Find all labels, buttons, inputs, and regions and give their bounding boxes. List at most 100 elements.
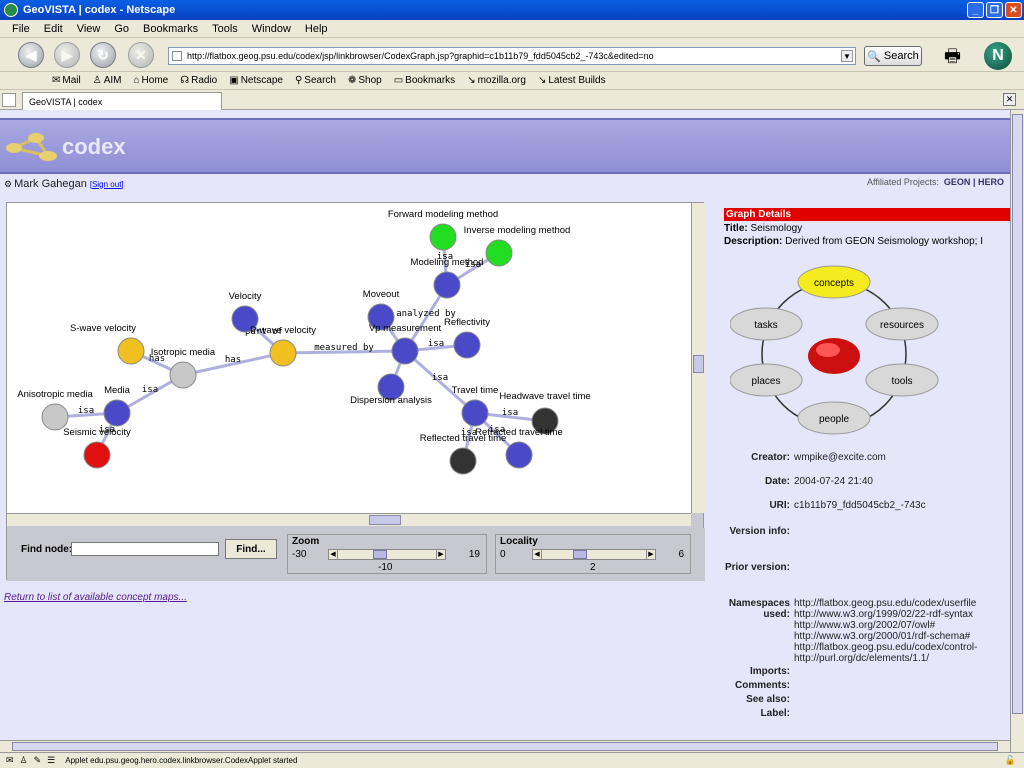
graph-node-circle[interactable]: [103, 399, 131, 427]
wheel-people[interactable]: people: [797, 401, 871, 435]
page-hscroll-thumb[interactable]: [12, 742, 998, 751]
graph-node-reflected[interactable]: Reflected travel time: [420, 433, 507, 475]
return-to-list-link[interactable]: Return to list of available concept maps…: [4, 592, 187, 603]
graph-node-seismic[interactable]: Seismic velocity: [63, 427, 131, 469]
wheel-tasks[interactable]: tasks: [730, 307, 803, 341]
vertical-scroll-thumb[interactable]: [693, 355, 704, 373]
shop-link[interactable]: ❁Shop: [347, 75, 382, 86]
project-geon[interactable]: GEON: [943, 177, 971, 187]
menu-edit[interactable]: Edit: [43, 22, 63, 35]
sign-out-link[interactable]: [Sign out]: [89, 179, 124, 189]
menu-window[interactable]: Window: [251, 22, 291, 35]
project-hero[interactable]: HERO: [977, 177, 1004, 187]
locality-slider-thumb[interactable]: [572, 550, 587, 559]
graph-node-circle[interactable]: [461, 399, 489, 427]
address-book-icon[interactable]: ☰: [47, 755, 56, 765]
graph-horizontal-scrollbar[interactable]: [7, 513, 691, 526]
graph-node-circle[interactable]: [377, 373, 405, 401]
zoom-increase-icon[interactable]: ▶: [436, 550, 445, 559]
page-scroll-thumb[interactable]: [1012, 114, 1023, 714]
aim-link[interactable]: ♙AIM: [92, 75, 122, 86]
graph-vertical-scrollbar[interactable]: [691, 203, 705, 513]
graph-node-circle[interactable]: [117, 337, 145, 365]
url-bar[interactable]: http://flatbox.geog.psu.edu/codex/jsp/li…: [168, 47, 856, 65]
netscape-logo[interactable]: N: [984, 42, 1012, 70]
graph-node-circle[interactable]: [83, 441, 111, 469]
composer-icon[interactable]: ✎: [33, 755, 42, 765]
zoom-slider[interactable]: ◀ ▶: [328, 549, 446, 560]
bookmarks-link[interactable]: ▭Bookmarks: [393, 75, 456, 86]
security-lock-icon[interactable]: 🔓: [1004, 755, 1016, 765]
graph-node-refracted[interactable]: Refracted travel time: [475, 427, 563, 469]
page-horizontal-scrollbar[interactable]: [0, 740, 1010, 752]
menu-tools[interactable]: Tools: [212, 22, 238, 35]
graph-node-circle[interactable]: [231, 305, 259, 333]
graph-node-circle[interactable]: [429, 223, 457, 251]
wheel-concepts[interactable]: concepts: [797, 265, 871, 299]
graph-node-modeling[interactable]: Modeling method: [411, 257, 484, 299]
graph-node-circle[interactable]: [433, 271, 461, 299]
wheel-resources[interactable]: resources: [865, 307, 939, 341]
url-dropdown-icon[interactable]: ▼: [841, 50, 853, 62]
menu-help[interactable]: Help: [304, 22, 328, 35]
graph-node-circle[interactable]: [367, 303, 395, 331]
find-button[interactable]: Find...: [225, 539, 277, 559]
locality-slider[interactable]: ◀ ▶: [532, 549, 656, 560]
netscape-link[interactable]: ▣Netscape: [229, 75, 283, 86]
graph-node-circle[interactable]: [449, 447, 477, 475]
stop-button[interactable]: ✕: [128, 42, 154, 68]
close-tab-button[interactable]: ✕: [1003, 93, 1016, 106]
graph-node-inverse[interactable]: Inverse modeling method: [464, 225, 571, 267]
new-tab-icon[interactable]: [2, 93, 16, 107]
mail-link[interactable]: ✉Mail: [52, 75, 81, 86]
mozilla-link[interactable]: ↘mozilla.org: [467, 75, 526, 86]
zoom-slider-thumb[interactable]: [373, 550, 388, 559]
graph-node-circle[interactable]: [485, 239, 513, 267]
graph-node-circle[interactable]: [391, 337, 419, 365]
search-button[interactable]: 🔍Search: [864, 46, 922, 66]
graph-node-swave[interactable]: S-wave velocity: [70, 323, 145, 365]
aim-icon[interactable]: ♙: [19, 755, 28, 765]
mail-icon[interactable]: ✉: [6, 755, 14, 765]
wheel-places[interactable]: places: [730, 363, 803, 397]
find-node-input[interactable]: [71, 542, 219, 556]
graph-node-circle[interactable]: [453, 331, 481, 359]
menu-file[interactable]: File: [12, 22, 30, 35]
maximize-button[interactable]: ❐: [986, 2, 1003, 18]
graph-node-velocity[interactable]: Velocity: [229, 291, 262, 333]
horizontal-scroll-thumb[interactable]: [369, 515, 401, 525]
latest-builds-link[interactable]: ↘Latest Builds: [537, 75, 606, 86]
tab-geovista-codex[interactable]: GeoVISTA | codex: [22, 92, 222, 110]
graph-node-media[interactable]: Media: [103, 385, 131, 427]
zoom-decrease-icon[interactable]: ◀: [329, 550, 338, 559]
forward-button[interactable]: ▶: [54, 42, 80, 68]
graph-node-reflectivity[interactable]: Reflectivity: [444, 317, 490, 359]
graph-node-isotropic[interactable]: Isotropic media: [151, 347, 216, 389]
graph-node-circle[interactable]: [169, 361, 197, 389]
graph-node-measurement[interactable]: Vp measurement: [369, 323, 442, 365]
print-icon[interactable]: 🖶: [944, 46, 961, 66]
graph-node-circle[interactable]: [269, 339, 297, 367]
graph-node-pwave[interactable]: P-wave velocity: [250, 325, 316, 367]
minimize-button[interactable]: _: [967, 2, 984, 18]
locality-increase-icon[interactable]: ▶: [646, 550, 655, 559]
page-vertical-scrollbar[interactable]: [1010, 110, 1024, 752]
menu-view[interactable]: View: [76, 22, 101, 35]
graph-node-forward[interactable]: Forward modeling method: [388, 209, 498, 251]
search-link[interactable]: ⚲Search: [294, 75, 336, 86]
graph-node-anisotropic[interactable]: Anisotropic media: [17, 389, 93, 431]
home-link[interactable]: ⌂Home: [133, 75, 169, 86]
menu-go[interactable]: Go: [114, 22, 130, 35]
locality-decrease-icon[interactable]: ◀: [533, 550, 542, 559]
reload-button[interactable]: ↻: [90, 42, 116, 68]
graph-node-moveout[interactable]: Moveout: [363, 289, 400, 331]
close-window-button[interactable]: ✕: [1005, 2, 1022, 18]
graph-node-circle[interactable]: [505, 441, 533, 469]
menu-bookmarks[interactable]: Bookmarks: [143, 22, 199, 35]
graph-node-headwave[interactable]: Headwave travel time: [499, 391, 591, 435]
graph-node-circle[interactable]: [41, 403, 69, 431]
graph-node-travel[interactable]: Travel time: [452, 385, 499, 427]
graph-node-circle[interactable]: [531, 407, 559, 435]
